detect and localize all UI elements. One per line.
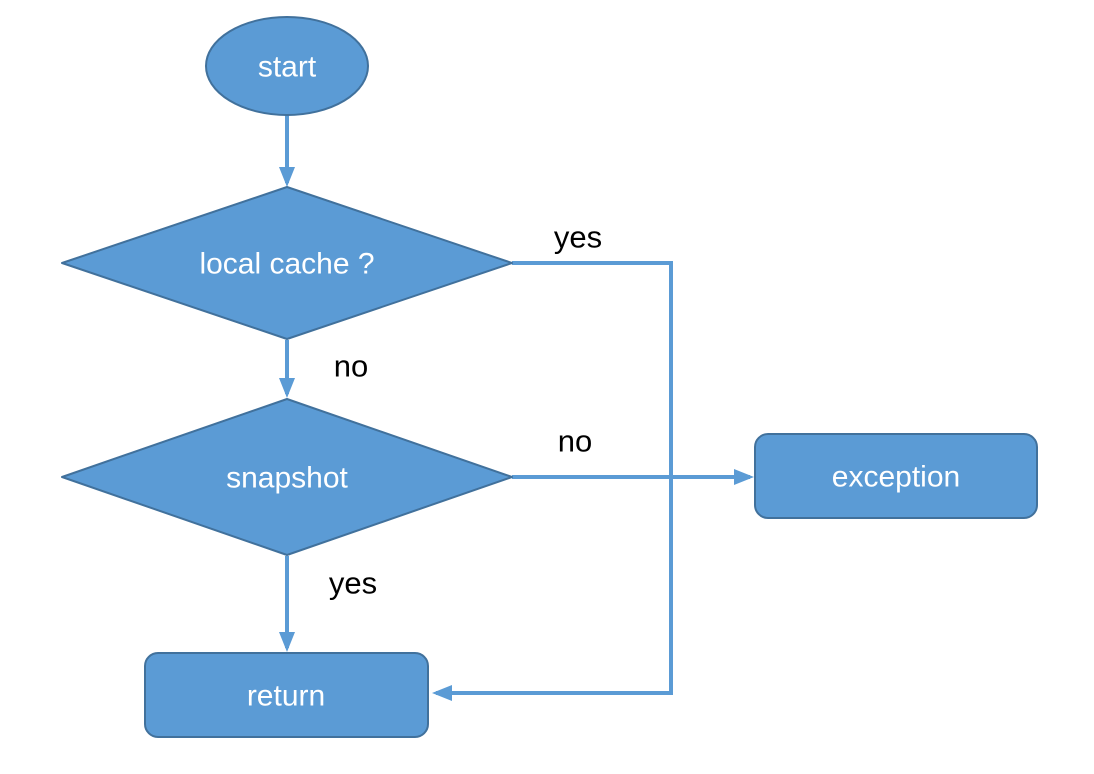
node-snapshot — [61, 398, 513, 556]
node-exception-label: exception — [832, 461, 960, 494]
node-return-label: return — [247, 680, 325, 713]
edge-label-local-cache-yes: yes — [554, 220, 602, 255]
node-local-cache — [61, 186, 513, 340]
node-start — [205, 16, 369, 116]
node-return — [144, 652, 429, 738]
edge-label-snapshot-yes: yes — [329, 566, 377, 601]
node-exception — [754, 433, 1038, 519]
node-start-label: start — [258, 51, 317, 84]
edge-label-snapshot-no: no — [558, 424, 592, 459]
node-local-cache-label: local cache ? — [199, 248, 374, 281]
edge-label-local-cache-no: no — [334, 349, 368, 384]
node-snapshot-label: snapshot — [226, 462, 348, 495]
